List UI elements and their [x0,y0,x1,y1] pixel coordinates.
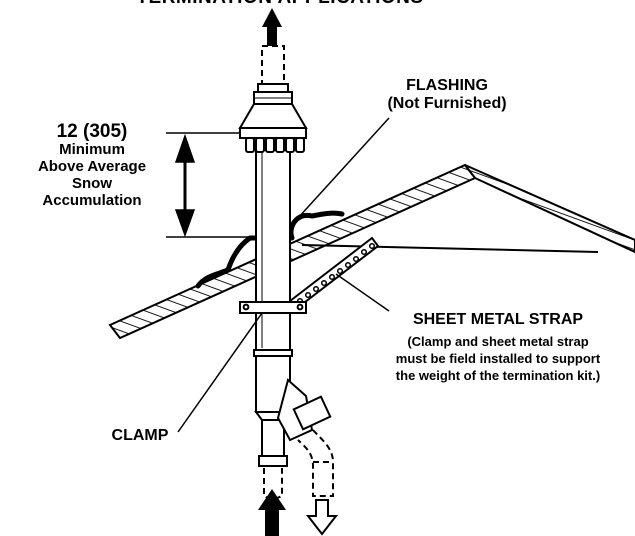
leader-lines [177,117,390,433]
dimension-line-3: Snow [72,174,112,192]
vent-cap [238,103,308,129]
diagram-title: TERMINATION APPLICATIONS [70,0,490,8]
flashing-label-line-1: FLASHING [406,77,488,94]
strap-note-line-1: (Clamp and sheet metal strap [407,333,589,349]
strap-note-line-3: the weight of the termination kit.) [395,368,601,384]
dimension-line-4: Accumulation [42,191,142,209]
dimension-value: 12 (305) [56,121,128,142]
dimension-label: 12 (305) Minimum Above Average Snow Accu… [8,121,176,209]
up-arrow-icon [262,8,282,46]
dimension-line-2: Above Average [37,158,147,176]
main-pipe [255,149,291,351]
dashed-branch-pipe [297,429,334,497]
dashed-exhaust-pipe [261,45,285,85]
flashing-label-line-2: (Not Furnished) [387,94,507,112]
strap-heading: SHEET METAL STRAP [412,311,584,328]
flashing-label: FLASHING (Not Furnished) [362,77,532,113]
down-arrow-icon [305,499,339,536]
dimension-line-1: Minimum [59,141,125,159]
attic-line [301,244,599,253]
strap-label: SHEET METAL STRAP (Clamp and sheet metal… [362,311,634,384]
up-arrow-icon [258,489,286,536]
roof [108,163,635,340]
vent-pipe [238,45,334,502]
clamp-label: CLAMP [111,427,169,444]
roof-right-slope [464,164,635,254]
dimension-indicator [166,132,255,238]
clamp [239,301,307,314]
strap-note-line-2: must be field installed to support [395,351,601,367]
